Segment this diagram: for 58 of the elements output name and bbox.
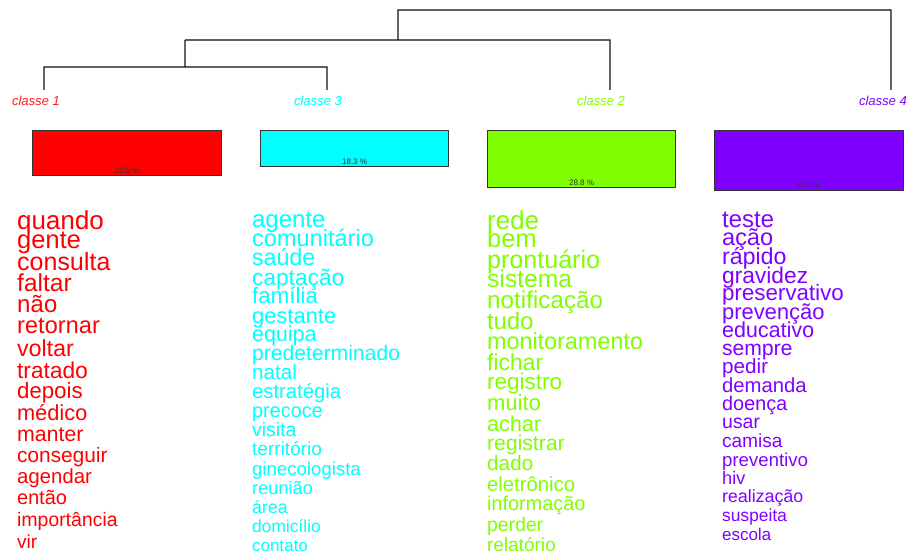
class-word: precoce — [252, 402, 323, 422]
class-word: pedir — [722, 357, 768, 378]
class-word: demanda — [722, 376, 807, 396]
percentage-label: 28.8 % — [568, 178, 595, 188]
class-word: natal — [252, 362, 297, 384]
class-word: tratado — [17, 358, 88, 382]
class-word: não — [17, 293, 58, 318]
class-label: classe 2 — [577, 93, 625, 108]
class-word: camisa — [722, 432, 782, 452]
class-word: manter — [17, 424, 84, 446]
class-word: achar — [487, 412, 542, 434]
class-word: bem — [487, 227, 537, 253]
percentage-bar — [32, 130, 222, 176]
class-word: dado — [487, 454, 534, 475]
class-word: território — [252, 440, 322, 460]
class-word: realização — [722, 488, 804, 506]
class-word: suspeita — [722, 506, 787, 524]
class-word: preventivo — [722, 450, 808, 470]
class-word: perder — [487, 516, 544, 536]
class-word: importância — [17, 510, 118, 530]
class-word: registro — [487, 371, 562, 394]
percentage-label: 18.3 % — [341, 157, 368, 167]
class-word: retornar — [17, 315, 100, 339]
class-word: domicílio — [252, 518, 321, 536]
class-word: equipa — [252, 324, 317, 346]
class-word: depois — [17, 380, 83, 403]
class-word: predeterminado — [252, 343, 400, 364]
class-word: voltar — [17, 336, 74, 360]
class-label: classe 1 — [12, 93, 60, 108]
class-word: informação — [487, 495, 586, 516]
percentage-label: 22.5 % — [114, 166, 140, 176]
class-word: hiv — [722, 469, 746, 488]
class-word: escola — [722, 526, 772, 542]
percentage-bar — [260, 130, 449, 167]
class-label: classe 3 — [294, 93, 342, 108]
percentage-label: 30.3 % — [796, 181, 822, 191]
class-word: relatório — [487, 536, 556, 556]
class-word: eletrônico — [487, 474, 576, 495]
class-word: agendar — [17, 467, 92, 488]
class-word: então — [17, 489, 67, 509]
class-word: estratégia — [252, 382, 342, 402]
class-word: vir — [17, 532, 38, 552]
class-word: visita — [252, 420, 296, 440]
class-word: conseguir — [17, 446, 108, 466]
class-word: quando — [17, 206, 104, 232]
class-word: contato — [252, 537, 308, 554]
class-label: classe 4 — [859, 93, 907, 108]
class-word: usar — [722, 413, 760, 433]
percentage-bar — [714, 130, 904, 191]
class-word: doença — [722, 394, 788, 414]
class-word: registrar — [487, 433, 565, 454]
class-word: ginecologista — [252, 460, 361, 478]
class-word: área — [252, 498, 288, 516]
class-word: sempre — [722, 338, 792, 360]
percentage-bar — [487, 130, 676, 188]
class-word: reunião — [252, 479, 313, 498]
class-word: gestante — [252, 304, 336, 326]
class-word: médico — [17, 402, 88, 424]
